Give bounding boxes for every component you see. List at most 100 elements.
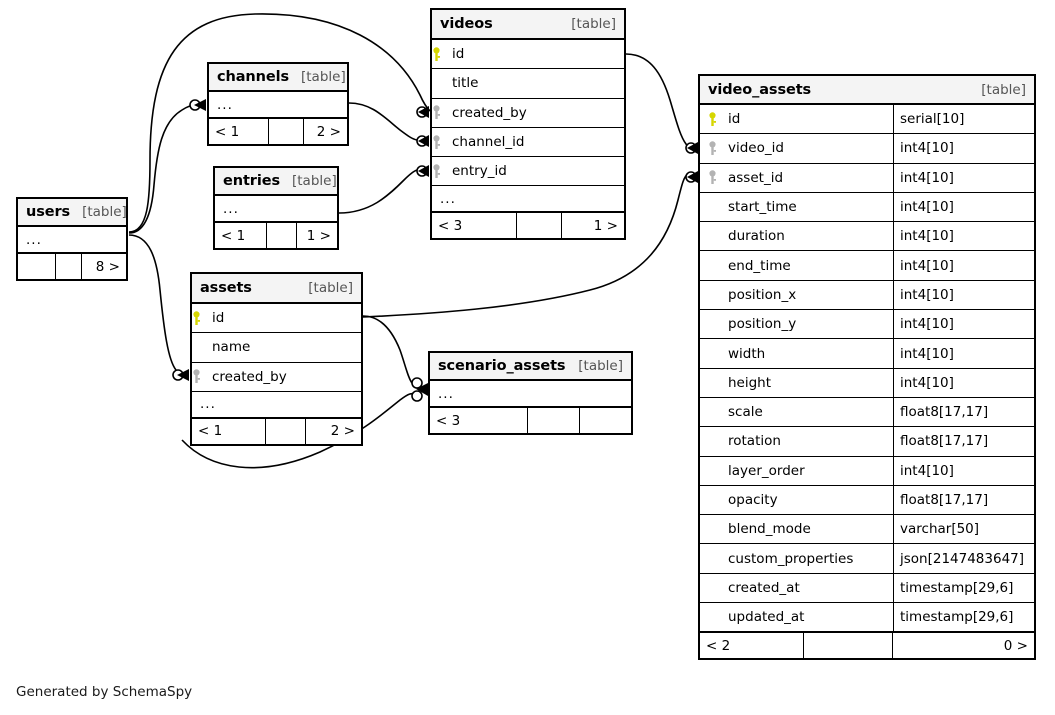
column-name: created_by bbox=[452, 104, 527, 121]
edge-entries-to-videos-entry-id bbox=[338, 169, 418, 214]
footer-children-count[interactable]: 1 > bbox=[593, 217, 618, 234]
connector-assets-created-by bbox=[172, 369, 189, 381]
column-type: int4[10] bbox=[893, 339, 1034, 368]
column-row[interactable]: created_by bbox=[192, 362, 361, 392]
footer-children-count[interactable]: 1 > bbox=[306, 227, 331, 244]
edge-assets-to-scenario-assets-a bbox=[362, 315, 417, 387]
column-row[interactable]: width int4[10] bbox=[700, 339, 1034, 369]
footer-parents-count[interactable]: < 1 bbox=[215, 223, 267, 248]
column-row[interactable]: custom_properties json[2147483647] bbox=[700, 544, 1034, 574]
footer-parents-count[interactable]: < 1 bbox=[192, 418, 266, 444]
column-row[interactable]: created_at timestamp[29,6] bbox=[700, 573, 1034, 604]
table-entries-tag: [table] bbox=[291, 173, 337, 189]
column-type: int4[10] bbox=[893, 456, 1034, 485]
column-name: id bbox=[452, 46, 465, 63]
column-row[interactable]: name bbox=[192, 333, 361, 363]
table-videos[interactable]: videos [table] id title created_by chann… bbox=[430, 8, 626, 241]
column-type: float8[17,17] bbox=[893, 427, 1034, 456]
column-row[interactable]: id serial[10] bbox=[700, 105, 1034, 135]
column-row[interactable]: height int4[10] bbox=[700, 368, 1034, 398]
foreign-key-icon bbox=[192, 369, 212, 384]
column-row[interactable]: asset_id int4[10] bbox=[700, 163, 1034, 193]
generated-by-credit: Generated by SchemaSpy bbox=[16, 684, 193, 700]
footer-middle bbox=[804, 633, 893, 659]
footer-middle bbox=[266, 418, 306, 444]
table-scenario-assets[interactable]: scenario_assets [table] ... < 3 bbox=[428, 351, 633, 435]
table-assets[interactable]: assets [table] id name created_by ... < … bbox=[190, 272, 363, 446]
table-scenario-assets-title: scenario_assets bbox=[438, 358, 566, 374]
primary-key-icon bbox=[192, 310, 212, 326]
column-name: width bbox=[728, 345, 766, 362]
column-row[interactable]: updated_at timestamp[29,6] bbox=[700, 603, 1034, 633]
connector-scenario-assets bbox=[411, 377, 428, 402]
footer-children-count[interactable]: 8 > bbox=[95, 258, 120, 275]
column-name: layer_order bbox=[728, 462, 805, 479]
footer-children-count[interactable]: 0 > bbox=[1003, 637, 1028, 654]
column-row[interactable]: start_time int4[10] bbox=[700, 192, 1034, 223]
table-video-assets-title: video_assets bbox=[708, 81, 812, 98]
footer-children-count[interactable]: 2 > bbox=[316, 123, 341, 140]
column-type: float8[17,17] bbox=[893, 397, 1034, 427]
table-scenario-assets-tag: [table] bbox=[578, 358, 623, 374]
table-users-header: users [table] bbox=[18, 199, 127, 227]
table-video-assets[interactable]: video_assets [table] id serial[10] video… bbox=[698, 74, 1036, 661]
connector-videos-created-by bbox=[416, 106, 429, 118]
table-assets-tag: [table] bbox=[308, 280, 353, 296]
column-row[interactable]: position_x int4[10] bbox=[700, 280, 1034, 311]
more-columns-indicator: ... bbox=[215, 196, 337, 222]
column-type: float8[17,17] bbox=[893, 485, 1034, 515]
column-row[interactable]: position_y int4[10] bbox=[700, 310, 1034, 340]
footer-middle bbox=[269, 119, 304, 144]
column-name: custom_properties bbox=[728, 550, 854, 567]
column-name: title bbox=[452, 75, 479, 92]
footer-middle bbox=[56, 254, 82, 279]
table-channels-footer: < 1 2 > bbox=[209, 118, 347, 144]
footer-parents-count[interactable]: < 1 bbox=[209, 119, 269, 144]
column-type: timestamp[29,6] bbox=[893, 603, 1034, 632]
column-name: updated_at bbox=[728, 609, 805, 626]
foreign-key-icon bbox=[432, 134, 452, 150]
column-row[interactable]: id bbox=[192, 304, 361, 334]
footer-parents-count[interactable]: < 2 bbox=[700, 633, 804, 659]
column-row[interactable]: id bbox=[432, 40, 624, 70]
table-videos-title: videos bbox=[440, 16, 493, 32]
column-type: timestamp[29,6] bbox=[893, 573, 1034, 603]
column-name: asset_id bbox=[728, 169, 784, 186]
column-type: int4[10] bbox=[893, 280, 1034, 310]
column-row[interactable]: channel_id bbox=[432, 127, 624, 158]
column-row[interactable]: created_by bbox=[432, 98, 624, 128]
column-row[interactable]: opacity float8[17,17] bbox=[700, 485, 1034, 516]
footer-parents-count[interactable]: < 3 bbox=[430, 408, 528, 433]
primary-key-icon bbox=[432, 46, 452, 62]
column-row[interactable]: entry_id bbox=[432, 157, 624, 187]
column-row[interactable]: title bbox=[432, 69, 624, 99]
column-type: int4[10] bbox=[893, 163, 1034, 192]
column-row[interactable]: layer_order int4[10] bbox=[700, 456, 1034, 486]
primary-key-icon bbox=[708, 111, 728, 127]
table-entries[interactable]: entries [table] ... < 1 1 > bbox=[213, 166, 339, 250]
column-row[interactable]: blend_mode varchar[50] bbox=[700, 515, 1034, 545]
connector-video-assets-asset-id bbox=[685, 171, 698, 183]
foreign-key-icon bbox=[708, 170, 728, 185]
column-row[interactable]: rotation float8[17,17] bbox=[700, 427, 1034, 457]
column-row[interactable]: duration int4[10] bbox=[700, 222, 1034, 252]
table-scenario-assets-header: scenario_assets [table] bbox=[430, 353, 631, 381]
column-name: opacity bbox=[728, 492, 778, 508]
table-users-footer: 8 > bbox=[18, 253, 126, 279]
column-type: serial[10] bbox=[893, 105, 1034, 134]
column-type: int4[10] bbox=[893, 222, 1034, 251]
footer-children-count[interactable]: 2 > bbox=[330, 423, 355, 440]
column-row[interactable]: end_time int4[10] bbox=[700, 251, 1034, 281]
column-name: end_time bbox=[728, 257, 791, 274]
table-assets-header: assets [table] bbox=[192, 274, 361, 304]
footer-parents-count[interactable]: < 3 bbox=[432, 213, 517, 239]
footer-parents-count[interactable] bbox=[18, 254, 56, 279]
column-name: blend_mode bbox=[728, 521, 811, 538]
table-users[interactable]: users [table] ... 8 > bbox=[16, 197, 128, 281]
table-entries-header: entries [table] bbox=[215, 168, 337, 196]
edge-users-to-channels bbox=[128, 104, 197, 234]
table-channels[interactable]: channels [table] ... < 1 2 > bbox=[207, 62, 349, 146]
column-row[interactable]: scale float8[17,17] bbox=[700, 397, 1034, 428]
footer-children-count[interactable] bbox=[580, 408, 631, 433]
column-row[interactable]: video_id int4[10] bbox=[700, 134, 1034, 164]
